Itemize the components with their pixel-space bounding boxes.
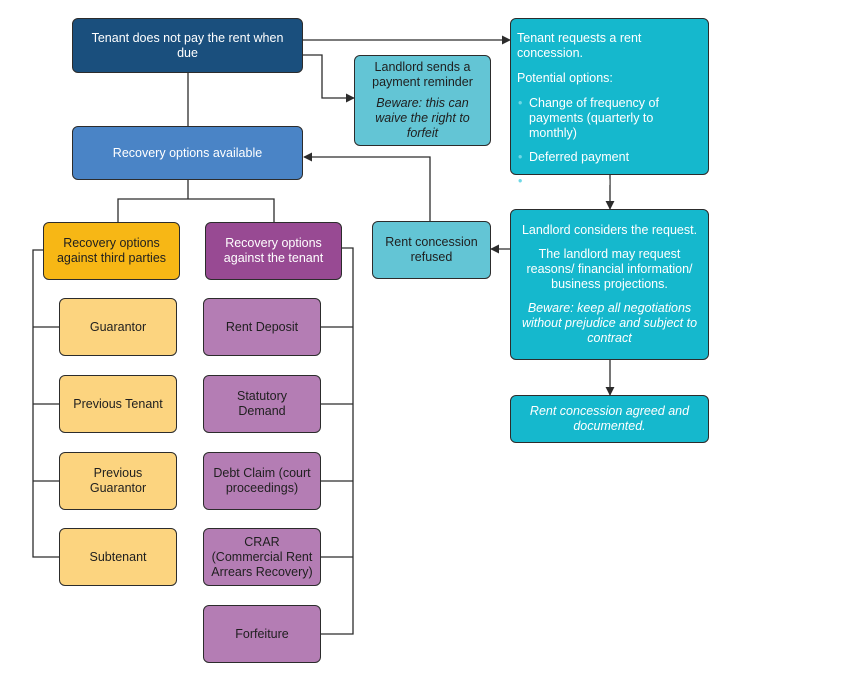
third-party-item-label: Previous Guarantor: [89, 466, 147, 495]
tenant-item-label: CRAR (Commercial Rent Arrears Recovery): [211, 534, 313, 579]
concession-request-title: Tenant requests a rent concession.: [517, 31, 642, 60]
reminder-note: Beware: this can waive the right to forf…: [375, 96, 470, 140]
concession-options-label: Potential options:: [517, 71, 613, 85]
concession-refused-label: Rent concession refused: [385, 235, 478, 264]
concession-refused-node: Rent concession refused: [372, 221, 491, 279]
tenant-item-crar: CRAR (Commercial Rent Arrears Recovery): [203, 528, 321, 586]
tenant-item-rent-deposit: Rent Deposit: [203, 298, 321, 356]
reminder-node: Landlord sends a payment reminder Beware…: [354, 55, 491, 146]
third-party-item-subtenant: Subtenant: [59, 528, 177, 586]
landlord-considers-note: Beware: keep all negotiations without pr…: [521, 301, 698, 345]
recovery-node: Recovery options available: [72, 126, 303, 180]
third-party-item-label: Subtenant: [89, 549, 147, 564]
tenant-item-label: Debt Claim (court proceedings): [213, 466, 311, 495]
start-node: Tenant does not pay the rent when due: [72, 18, 303, 73]
third-party-item-previous-tenant: Previous Tenant: [59, 375, 177, 433]
third-parties-title: Recovery options against third parties: [56, 236, 167, 265]
against-tenant-title: Recovery options against the tenant: [223, 236, 324, 265]
line-third-party-bracket: [32, 249, 59, 558]
concession-request-node: Tenant requests a rent concession. Poten…: [510, 18, 709, 189]
arrow-start-to-reminder: [303, 54, 355, 103]
arrow-refused-to-recovery: [303, 152, 431, 221]
reminder-title: Landlord sends a payment reminder: [372, 60, 473, 89]
third-party-item-guarantor: Guarantor: [59, 298, 177, 356]
landlord-considers-body: The landlord may request reasons/ financ…: [526, 247, 693, 291]
concession-option: Deferred payment: [518, 150, 702, 165]
recovery-label: Recovery options available: [112, 145, 263, 160]
concession-agreed-node: Rent concession agreed and documented.: [510, 395, 709, 443]
third-party-item-label: Previous Tenant: [73, 396, 163, 411]
tenant-item-label: Statutory Demand: [236, 389, 288, 418]
concession-option: Change of frequency of payments (quarter…: [518, 96, 702, 141]
concession-option: Rent reduction: [518, 174, 702, 189]
third-parties-header: Recovery options against third parties: [43, 222, 180, 280]
landlord-considers-title: Landlord considers the request.: [521, 223, 698, 237]
concession-options-list: Change of frequency of payments (quarter…: [517, 96, 702, 198]
line-recovery-branches: [117, 180, 275, 222]
tenant-item-forfeiture: Forfeiture: [203, 605, 321, 663]
start-label: Tenant does not pay the rent when due: [91, 30, 284, 60]
third-party-item-previous-guarantor: Previous Guarantor: [59, 452, 177, 510]
tenant-item-label: Rent Deposit: [225, 319, 299, 334]
tenant-item-debt-claim: Debt Claim (court proceedings): [203, 452, 321, 510]
concession-agreed-label: Rent concession agreed and documented.: [529, 404, 690, 433]
against-tenant-header: Recovery options against the tenant: [205, 222, 342, 280]
line-tenant-bracket: [321, 247, 354, 635]
third-party-item-label: Guarantor: [89, 319, 147, 334]
tenant-item-statutory-demand: Statutory Demand: [203, 375, 321, 433]
tenant-item-label: Forfeiture: [235, 626, 289, 641]
landlord-considers-node: Landlord considers the request. The land…: [510, 209, 709, 360]
